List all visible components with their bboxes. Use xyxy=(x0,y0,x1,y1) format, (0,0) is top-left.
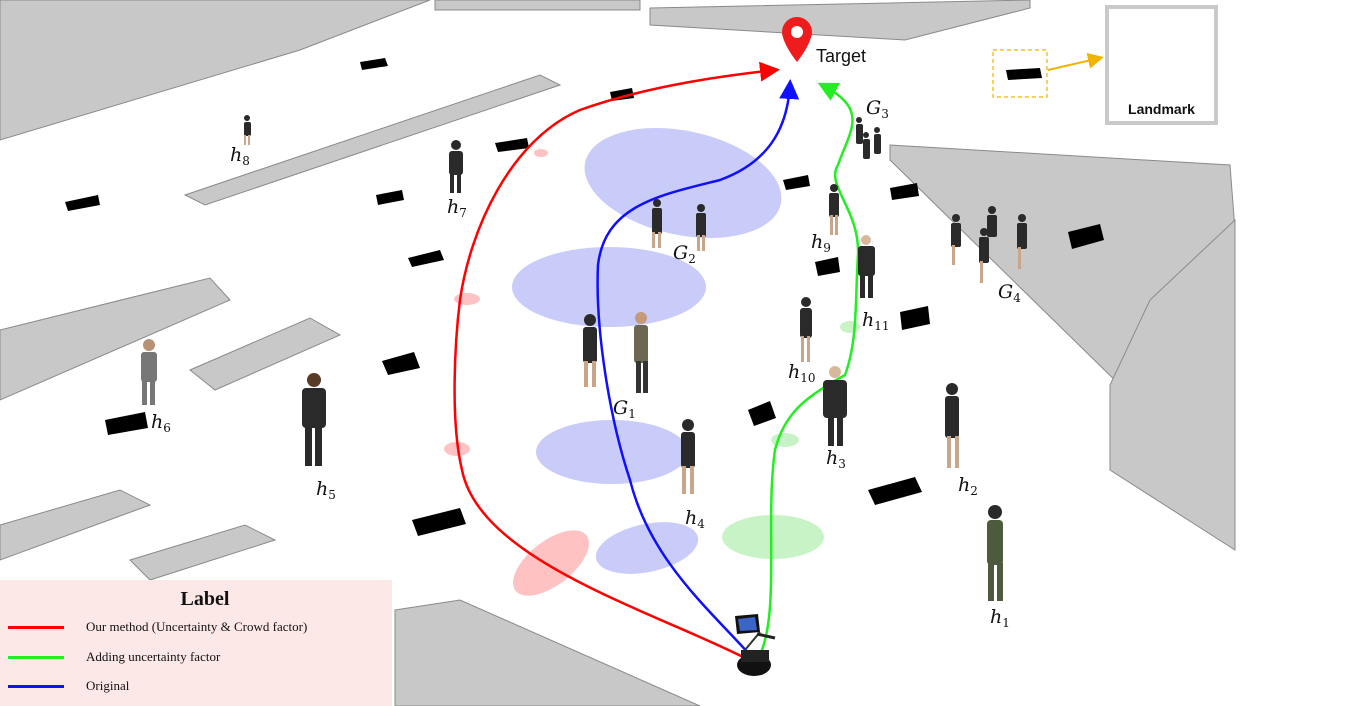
label-h1: h1 xyxy=(990,606,1010,630)
legend-item-original: Original xyxy=(8,676,129,696)
label-h6: h6 xyxy=(151,411,171,435)
label-h2: h2 xyxy=(958,474,978,498)
person-h11 xyxy=(858,235,875,298)
group-g3-people xyxy=(856,117,881,159)
legend-swatch-blue xyxy=(8,684,64,688)
person-h3 xyxy=(823,366,847,446)
trajectories xyxy=(453,61,860,660)
our-zone-small-3 xyxy=(534,149,548,157)
group-g2-people xyxy=(652,199,706,251)
legend-item-our-method: Our method (Uncertainty & Crowd factor) xyxy=(8,617,307,637)
landmark-highlight-box xyxy=(992,49,1048,98)
label-g3: G3 xyxy=(866,97,889,121)
person-h6 xyxy=(141,339,157,405)
person-h9 xyxy=(829,184,839,235)
legend-swatch-green xyxy=(8,655,64,659)
social-zones xyxy=(444,128,860,596)
label-h11: h11 xyxy=(862,309,890,333)
person-h8 xyxy=(244,115,251,145)
map-walls xyxy=(0,0,1236,706)
label-h5: h5 xyxy=(316,478,336,502)
legend-title: Label xyxy=(180,588,230,610)
label-h3: h3 xyxy=(826,447,846,471)
group-g1-people xyxy=(583,312,648,393)
legend-label: Our method (Uncertainty & Crowd factor) xyxy=(86,619,308,634)
person-h5 xyxy=(302,373,326,466)
path-uncertainty xyxy=(758,82,860,656)
path-our-method xyxy=(453,61,780,660)
our-zone-small-2 xyxy=(454,293,480,305)
uncertainty-zone-small-2 xyxy=(840,321,860,333)
person-h1 xyxy=(987,505,1003,601)
person-h4 xyxy=(681,419,695,494)
person-h7 xyxy=(449,140,463,193)
person-h2 xyxy=(945,383,959,468)
target-label: Target xyxy=(816,46,867,66)
label-h10: h10 xyxy=(788,361,816,385)
label-g1: G1 xyxy=(613,397,636,421)
label-g4: G4 xyxy=(998,281,1021,305)
landmark-inset: Landmark xyxy=(1105,5,1218,125)
legend-label: Adding uncertainty factor xyxy=(86,649,221,664)
floor-obstacles xyxy=(65,58,1104,536)
label-h7: h7 xyxy=(447,196,467,220)
group-zone-g1-lower xyxy=(595,522,699,574)
landmark-arrow xyxy=(1047,52,1104,71)
target-pin-icon xyxy=(782,17,812,62)
group-g4-people xyxy=(951,206,1027,283)
group-zone-g2 xyxy=(512,247,706,327)
our-zone-large xyxy=(513,530,589,596)
path-original xyxy=(596,79,800,656)
label-h9: h9 xyxy=(811,231,831,255)
label-h4: h4 xyxy=(685,507,705,531)
group-zone-g1 xyxy=(536,420,688,484)
legend: Label Our method (Uncertainty & Crowd fa… xyxy=(0,580,392,706)
landmark-label: Landmark xyxy=(1128,101,1195,117)
legend-swatch-red xyxy=(8,625,64,629)
pedestrians xyxy=(141,115,1027,601)
label-h8: h8 xyxy=(230,144,250,168)
robot-icon xyxy=(735,614,776,676)
group-zone-g2-upper xyxy=(584,128,782,238)
label-g2: G2 xyxy=(673,242,696,266)
legend-item-uncertainty: Adding uncertainty factor xyxy=(8,647,220,667)
legend-label: Original xyxy=(86,678,130,693)
uncertainty-zone-large xyxy=(722,515,824,559)
person-h10 xyxy=(800,297,812,362)
